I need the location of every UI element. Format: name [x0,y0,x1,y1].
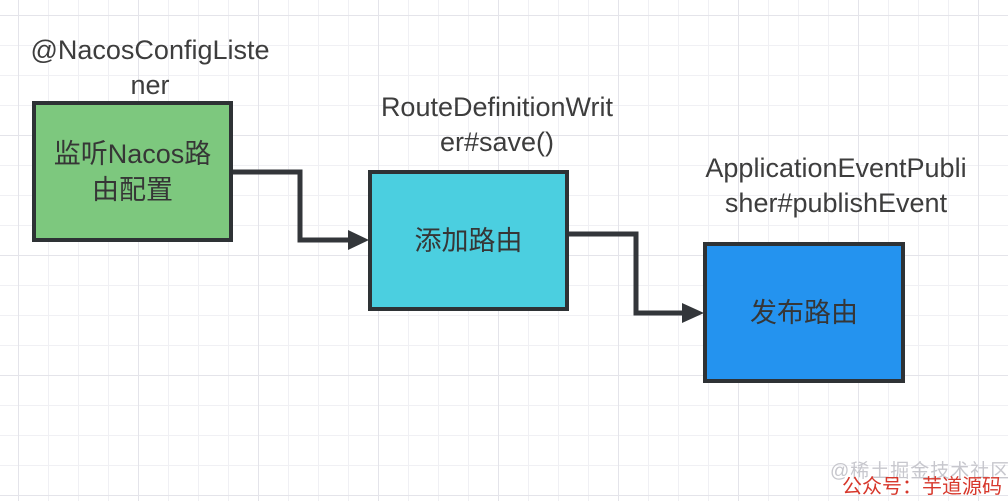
annotation-route-definition-writer-save: RouteDefinitionWrit er#save() [380,92,614,157]
arrow-add-to-publish-head [682,303,704,323]
arrow-listen-to-add [233,169,350,243]
node-add-route: 添加路由 [368,170,569,311]
arrow-add-to-publish [567,231,684,316]
node-publish-route-label: 发布路由 [750,297,858,328]
annotation-nacos-config-listener: @NacosConfigListe ner [30,35,270,100]
watermark-wechat-official-account: 公众号：芋道源码 [842,476,1002,498]
node-listen-nacos-route-config: 监听Nacos路 由配置 [32,101,233,242]
node-add-route-label: 添加路由 [414,225,523,256]
watermark-juejin-community: @稀土掘金技术社区 [830,461,1008,482]
node-listen-nacos-route-config-label: 监听Nacos路 由配置 [53,138,212,205]
arrow-listen-to-add-head [348,230,369,250]
node-publish-route: 发布路由 [703,242,905,383]
annotation-application-event-publisher: ApplicationEventPubli sher#publishEvent [705,153,967,218]
